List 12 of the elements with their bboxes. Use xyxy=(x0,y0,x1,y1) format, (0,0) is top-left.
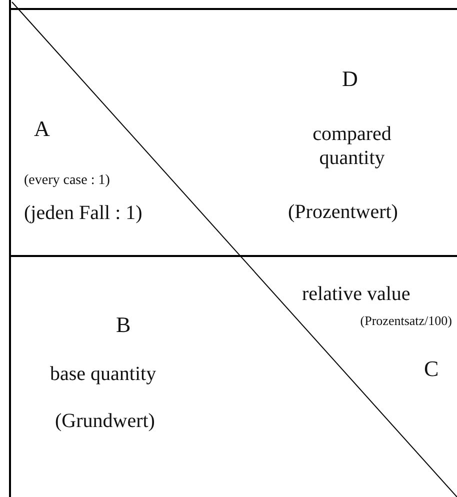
region-letter: D xyxy=(342,66,358,92)
region-letter: B xyxy=(116,312,131,338)
note-text: (every case : 1) xyxy=(24,173,110,190)
term-label: (jeden Fall : 1) xyxy=(24,201,142,225)
term-label: (Grundwert) xyxy=(55,409,155,433)
term-label: relative value xyxy=(302,282,410,306)
term-label: base quantity xyxy=(50,362,156,386)
term-label: compared quantity xyxy=(312,122,392,170)
region-letter: A xyxy=(34,116,50,142)
region-letter: C xyxy=(424,356,439,382)
note-text: (Prozentsatz/100) xyxy=(360,313,452,329)
term-label: (Prozentwert) xyxy=(288,200,398,224)
